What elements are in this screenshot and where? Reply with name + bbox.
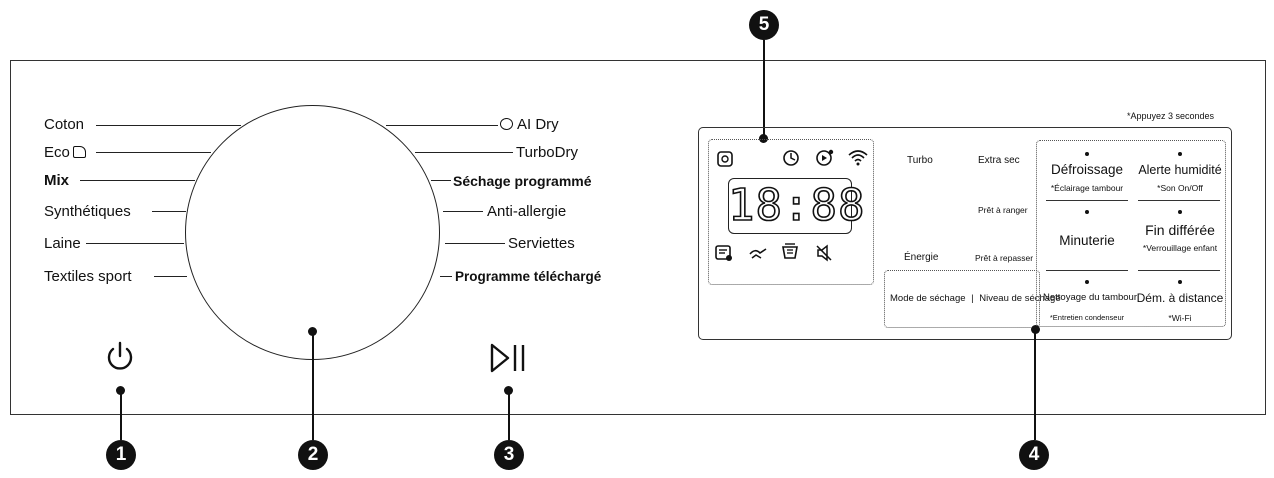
leader-line (443, 211, 483, 213)
program-dial[interactable] (185, 105, 440, 360)
option-defroissage-sub: *Éclairage tambour (1050, 183, 1124, 193)
program-label-textiles-sport: Textiles sport (44, 268, 132, 285)
label-pret-a-ranger: Prêt à ranger (978, 205, 1028, 215)
program-label-programme-telecharge: Programme téléchargé (455, 269, 602, 284)
program-label-mix: Mix (44, 172, 70, 189)
callout-5: 5 (749, 10, 779, 40)
indicator-dot (1085, 210, 1089, 214)
indicator-dot (1178, 152, 1182, 156)
program-label-coton: Coton (44, 116, 85, 133)
display-panel (698, 127, 1232, 340)
callout-line (120, 394, 122, 440)
leader-line (96, 125, 241, 127)
leader-line (440, 276, 452, 278)
callout-line (1034, 328, 1036, 440)
indicator-dot (1178, 210, 1182, 214)
leader-line (96, 152, 211, 154)
callout-line (763, 40, 765, 136)
dry-mode-region (884, 270, 1040, 328)
indicator-dot (1085, 280, 1089, 284)
program-label-eco: Eco (44, 144, 70, 161)
option-minuterie[interactable]: Minuterie (1059, 233, 1115, 248)
leader-line (86, 243, 184, 245)
lcd-region (708, 139, 874, 285)
program-label-serviettes: Serviettes (508, 235, 575, 252)
start-pointer-dot (504, 386, 513, 395)
leader-line (431, 180, 451, 182)
program-label-synthetiques: Synthétiques (44, 203, 131, 220)
filter-icon (715, 245, 732, 261)
callout-3: 3 (494, 440, 524, 470)
program-label-sechage-programme: Séchage programmé (453, 173, 592, 189)
ai-brain-icon (500, 118, 513, 130)
label-extra-sec: Extra sec (978, 155, 1020, 166)
label-energie: Énergie (904, 252, 939, 263)
leader-line (386, 125, 498, 127)
program-label-ai-dry: AI Dry (500, 116, 559, 134)
mode-sechage-button[interactable]: Mode de séchage | Niveau de séchage (890, 293, 1061, 304)
options-pointer-dot (1031, 325, 1040, 334)
indicator-dot (1085, 152, 1089, 156)
option-nettoyage-tambour-sub: *Entretien condenseur (1049, 313, 1125, 322)
program-label-anti-allergie: Anti-allergie (487, 203, 567, 220)
separator (1046, 200, 1128, 202)
callout-2: 2 (298, 440, 328, 470)
label-turbo: Turbo (907, 155, 933, 166)
power-pointer-dot (116, 386, 125, 395)
callout-line (312, 335, 314, 440)
power-icon[interactable] (103, 340, 137, 374)
option-defroissage[interactable]: Défroissage (1050, 162, 1124, 177)
separator (1138, 270, 1220, 272)
lcd-digits: 18:88 (727, 179, 866, 232)
option-alerte-humidite[interactable]: Alerte humidité (1138, 163, 1222, 177)
play-pause-icon[interactable] (488, 341, 532, 375)
leader-line (80, 180, 195, 182)
leader-line (415, 152, 513, 154)
child-lock-icon (717, 151, 733, 167)
leader-line (152, 211, 186, 213)
wifi-icon (848, 150, 868, 166)
callout-1: 1 (106, 440, 136, 470)
option-fin-differee[interactable]: Fin différée (1145, 222, 1215, 238)
clock-icon (783, 150, 799, 166)
display-pointer-dot (759, 134, 768, 143)
leader-line (154, 276, 187, 278)
drum-icon (782, 243, 798, 259)
program-label-laine: Laine (44, 235, 81, 252)
option-fin-differee-sub: *Verrouillage enfant (1142, 243, 1218, 253)
mute-icon (816, 244, 832, 262)
program-label-turbodry: TurboDry (516, 144, 578, 161)
option-nettoyage-tambour[interactable]: Nettoyage du tambour (1043, 292, 1138, 303)
indicator-dot (1178, 280, 1182, 284)
eco-leaf-icon (73, 146, 86, 158)
leader-line (445, 243, 505, 245)
hold-note: *Appuyez 3 secondes (1127, 111, 1215, 121)
separator (1046, 270, 1128, 272)
callout-line (508, 394, 510, 440)
label-pret-a-repasser: Prêt à repasser (975, 253, 1034, 263)
option-alerte-humidite-sub: *Son On/Off (1157, 183, 1203, 193)
options-region (1036, 140, 1226, 327)
callout-4: 4 (1019, 440, 1049, 470)
lcd-digit-frame (728, 178, 852, 234)
dial-pointer-dot (308, 327, 317, 336)
smart-control-icon (816, 149, 834, 166)
option-dem-a-distance[interactable]: Dém. à distance (1136, 291, 1224, 305)
option-dem-a-distance-sub: *Wi-Fi (1168, 313, 1192, 323)
water-icon (749, 248, 767, 259)
separator (1138, 200, 1220, 202)
